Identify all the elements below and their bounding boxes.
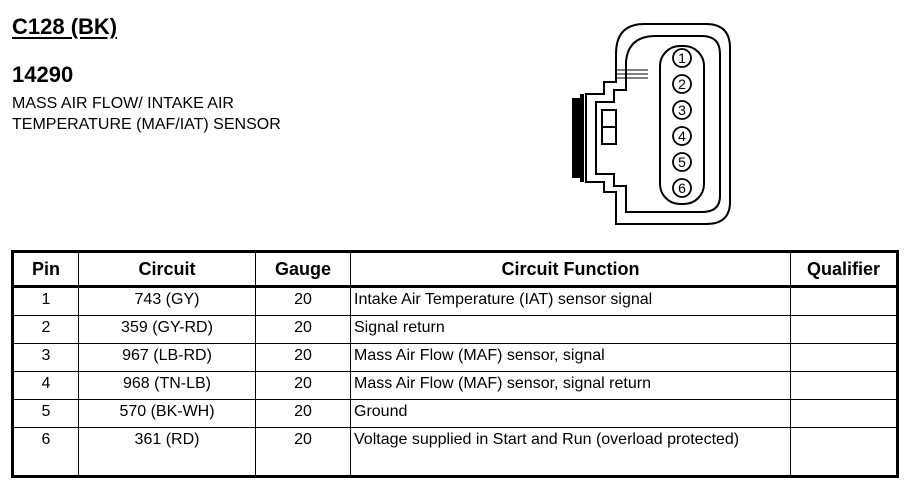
pin-number-label: 5 (678, 154, 686, 170)
pin-circle (672, 126, 692, 146)
cell-qualifier (790, 286, 898, 316)
cell-pin: 2 (12, 315, 79, 344)
cell-circuit: 967 (LB-RD) (78, 343, 256, 372)
cell-gauge: 20 (255, 399, 351, 428)
description-line-1: MASS AIR FLOW/ INTAKE AIR (12, 95, 234, 112)
cell-qualifier (790, 343, 898, 372)
cell-qualifier (790, 315, 898, 344)
cell-function: Mass Air Flow (MAF) sensor, signal (350, 343, 791, 372)
connector-diagram: 1 2 3 4 5 6 (572, 23, 731, 225)
cell-gauge: 20 (255, 371, 351, 400)
cell-circuit: 743 (GY) (78, 286, 256, 316)
cell-circuit: 361 (RD) (78, 427, 256, 477)
table-header-row: Pin Circuit Gauge Circuit Function Quali… (12, 251, 898, 288)
connector-id: C128 (BK) (12, 14, 118, 39)
cell-pin: 1 (12, 286, 79, 316)
header-gauge: Gauge (255, 251, 351, 288)
part-number: 14290 (12, 62, 74, 87)
cell-gauge: 20 (255, 343, 351, 372)
cell-function: Voltage supplied in Start and Run (overl… (350, 427, 791, 477)
cell-function: Signal return (350, 315, 791, 344)
pin-circle (672, 100, 692, 120)
cell-circuit: 359 (GY-RD) (78, 315, 256, 344)
cell-function: Intake Air Temperature (IAT) sensor sign… (350, 286, 791, 316)
component-description: MASS AIR FLOW/ INTAKE AIR TEMPERATURE (M… (12, 93, 281, 135)
cell-qualifier (790, 427, 898, 477)
pin-number-label: 2 (678, 76, 686, 92)
cell-gauge: 20 (255, 427, 351, 477)
connector-housing-outer (585, 23, 731, 225)
pin-circle (672, 74, 692, 94)
pin-number-label: 1 (678, 50, 686, 66)
cell-circuit: 968 (TN-LB) (78, 371, 256, 400)
connector-housing-inner (595, 35, 721, 213)
header-circuit: Circuit (78, 251, 256, 288)
pin-number-label: 6 (678, 180, 686, 196)
pin-circle (672, 48, 692, 68)
table-row: 5 570 (BK-WH) 20 Ground (12, 399, 898, 428)
header-qualifier: Qualifier (790, 251, 898, 288)
pin-number-label: 4 (678, 128, 686, 144)
cell-gauge: 20 (255, 286, 351, 316)
pin-circle (672, 178, 692, 198)
description-line-2: TEMPERATURE (MAF/IAT) SENSOR (12, 116, 281, 133)
pin-group: 1 2 3 4 5 6 (672, 48, 692, 198)
cell-pin: 4 (12, 371, 79, 400)
pin-cavity (659, 45, 705, 205)
cell-pin: 3 (12, 343, 79, 372)
cell-function: Ground (350, 399, 791, 428)
pin-number-label: 3 (678, 102, 686, 118)
cell-gauge: 20 (255, 315, 351, 344)
pin-circle (672, 152, 692, 172)
table-row: 2 359 (GY-RD) 20 Signal return (12, 315, 898, 344)
table-row: 3 967 (LB-RD) 20 Mass Air Flow (MAF) sen… (12, 343, 898, 372)
cell-qualifier (790, 399, 898, 428)
header-pin: Pin (12, 251, 79, 288)
cell-circuit: 570 (BK-WH) (78, 399, 256, 428)
cell-qualifier (790, 371, 898, 400)
table-row: 1 743 (GY) 20 Intake Air Temperature (IA… (12, 286, 898, 316)
cell-pin: 6 (12, 427, 79, 477)
table-row: 6 361 (RD) 20 Voltage supplied in Start … (12, 427, 898, 477)
pinout-table: Pin Circuit Gauge Circuit Function Quali… (11, 250, 899, 478)
cell-function: Mass Air Flow (MAF) sensor, signal retur… (350, 371, 791, 400)
table-row: 4 968 (TN-LB) 20 Mass Air Flow (MAF) sen… (12, 371, 898, 400)
cell-pin: 5 (12, 399, 79, 428)
header-function: Circuit Function (350, 251, 791, 288)
